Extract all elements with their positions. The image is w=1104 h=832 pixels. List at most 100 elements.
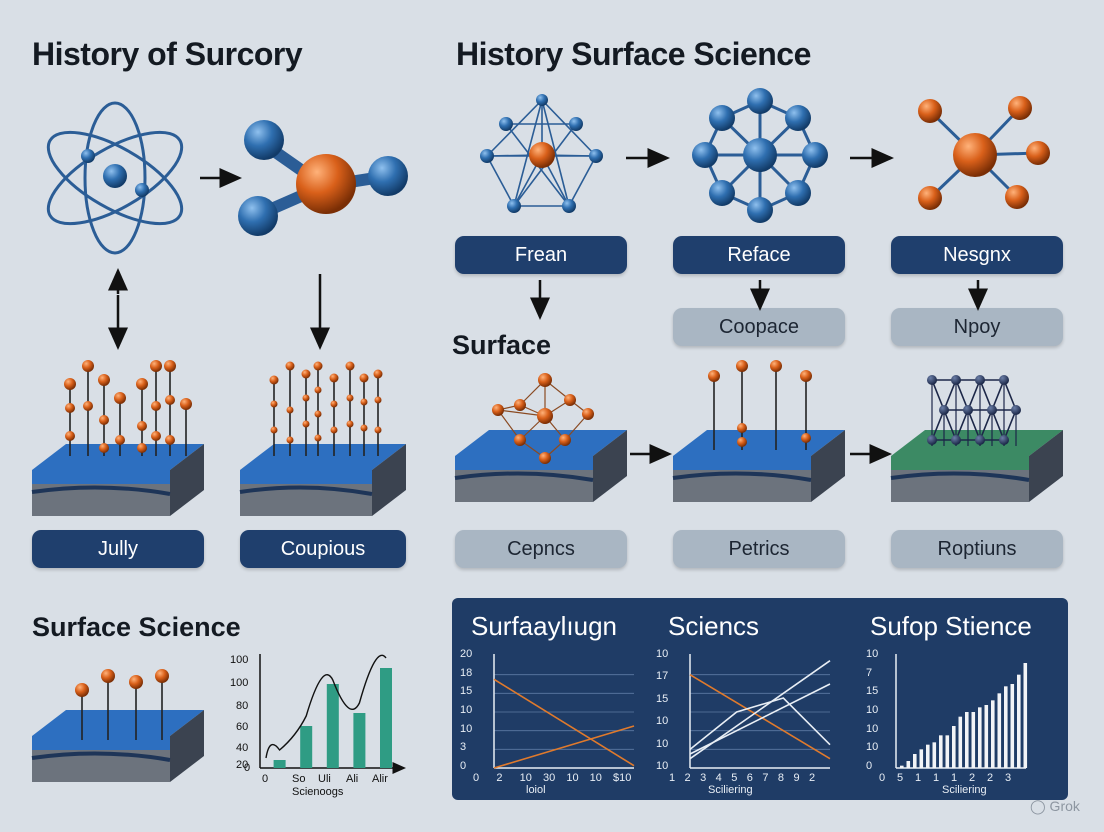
lattice-atom [975,375,985,385]
chart4-ytick: 0 [866,760,873,772]
chart1-xtick: Alir [372,773,388,785]
chart3-xlabel: Sciliering [708,784,753,796]
chart3-xtick: 8 [777,772,784,784]
atom-sphere [75,683,89,697]
crystal-molecule-icon [480,94,603,213]
chart3-series-line [689,697,831,750]
atom-sphere [180,398,192,410]
chart4-bar [932,742,937,768]
chart1-xlabel: Scienoogs [292,786,344,798]
atom-sphere [137,443,147,453]
chart2-xtick: 0 [473,772,480,784]
chart4-xtick: 3 [1005,772,1012,784]
atom-sphere [330,426,338,434]
atom-sphere [801,433,811,443]
atom-sphere [165,395,175,405]
chart1-ytick: 0 [244,762,251,774]
lattice-atom [963,405,973,415]
chart4-bar [997,693,1002,768]
atom-sphere [314,434,322,442]
hex-lattice-icon [927,375,1021,446]
chart1-bar [380,668,392,768]
atom-sphere [302,420,310,428]
atom-sphere [360,398,368,406]
chart3-xtick: 2 [809,772,816,784]
chart2-ytick: 10 [460,704,473,716]
atom-sphere [286,436,294,444]
chart3-ytick: 10 [656,737,669,750]
chart3-xtick: 9 [793,772,800,784]
molecule-icon [238,120,408,236]
atom-sphere [285,361,295,371]
surface-cluster-icon [492,373,594,464]
chart1-plot [259,654,406,774]
label-coupious: Coupious [240,530,406,568]
chart2-series-line [493,678,635,767]
lattice-bond [967,379,981,411]
atom-sphere [737,437,747,447]
lattice-atom [987,405,997,415]
chart2-xtick: 30 [543,772,556,784]
chart3-ytick: 10 [656,715,669,728]
lattice-atom [1011,405,1021,415]
lattice-bond [967,409,981,441]
atom-sphere [270,400,278,408]
chart4-title: Sufop Stience [870,611,1032,641]
chart4-plot [895,654,1028,769]
lattice-bond [943,379,957,411]
title-right: History Surface Science [456,36,811,72]
atom-sphere [314,386,322,394]
lattice-atom [951,435,961,445]
chart1-xtick: Ali [346,773,359,785]
atom-sphere [329,373,339,383]
lattice-atom [927,375,937,385]
surface-slab [454,430,627,502]
lattice-bond [955,379,969,411]
chart1-bar [300,726,313,768]
label-coopace: Coopace [673,308,845,346]
chart2-xtick: 10 [519,772,532,784]
chart4-xtick: 2 [987,772,994,784]
atom-sphere [65,431,75,441]
chart4-bar [1017,674,1021,768]
atom-sphere [346,420,354,428]
label-cepncs: Cepncs [455,530,627,568]
atom-sphere [115,435,125,445]
atom-sphere [64,378,76,390]
chart2-ytick: 0 [460,760,467,772]
lattice-bond [1003,379,1017,411]
chart2-ytick: 10 [460,722,473,735]
lattice-atom [975,435,985,445]
label-nesgnx: Nesgnx [891,236,1063,274]
chart1-xtick: Uli [318,773,331,785]
lattice-bond [931,409,945,441]
lattice-bond [931,379,945,411]
chart2-plot [493,654,635,769]
atom-sphere [301,369,311,379]
chart3-ytick: 10 [656,760,669,772]
chart2-xtick: 2 [496,772,503,784]
chart4-bar [1023,663,1028,768]
chart4-bar [978,707,982,768]
chart3-xtick: 2 [684,772,691,784]
chart1-xtick: 0 [262,773,269,785]
atom-sphere [330,400,338,408]
chart2-xtick: $10 [613,772,632,784]
surface-slab [239,444,406,516]
chart2-xtick: 10 [589,772,602,784]
chart3-xtick: 3 [700,772,707,784]
ring-molecule-icon [692,88,828,223]
surface-science-heading: Surface Science [32,612,241,642]
lattice-bond [979,379,993,411]
chart4-bar [919,749,924,768]
lattice-atom [927,435,937,445]
chart2-title: Surfaaylıugn [471,611,617,641]
chart4-ytick: 10 [866,648,879,660]
atom-sphere [800,370,812,382]
atom-sphere [270,426,278,434]
atom-sphere [150,360,162,372]
chart1-ytick: 20 [236,759,249,771]
chart3-title: Sciencs [668,611,760,641]
title-left: History of Surcory [32,36,303,72]
chart3-xtick: 6 [746,772,753,784]
